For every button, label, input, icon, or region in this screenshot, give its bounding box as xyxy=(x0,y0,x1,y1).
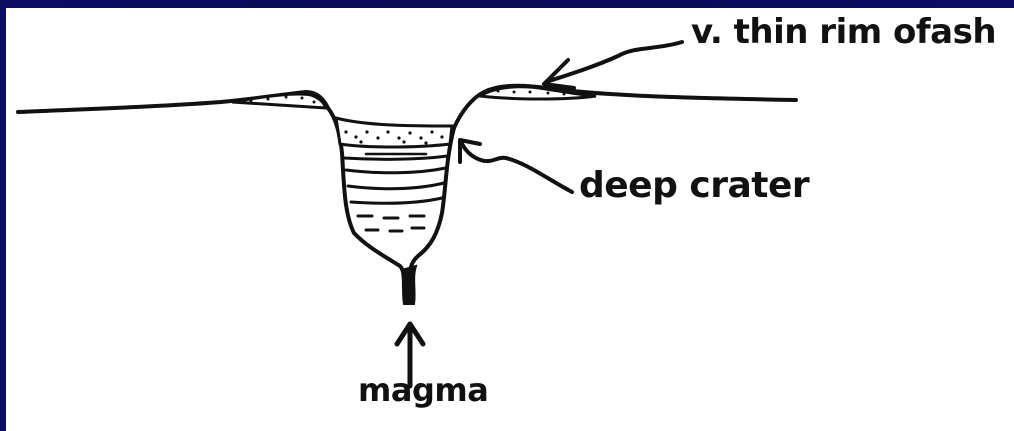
deep-crater-label: deep crater xyxy=(579,165,809,206)
sketch-paper: v. thin rim ofash deep crater magma xyxy=(6,8,1014,431)
ash-rim-left xyxy=(232,94,326,108)
magma-conduit xyxy=(402,266,416,304)
magma-label: magma xyxy=(358,371,488,409)
crater-wall-right xyxy=(408,128,454,288)
ash-rim-right xyxy=(480,87,596,99)
crater-ash-fill xyxy=(336,118,452,147)
thin-rim-label: v. thin rim ofash xyxy=(691,12,996,52)
deep-crater-arrow xyxy=(460,140,572,192)
crater-layers xyxy=(344,154,448,231)
volcano-sketch xyxy=(6,8,1014,431)
thin-rim-arrow xyxy=(544,42,682,88)
